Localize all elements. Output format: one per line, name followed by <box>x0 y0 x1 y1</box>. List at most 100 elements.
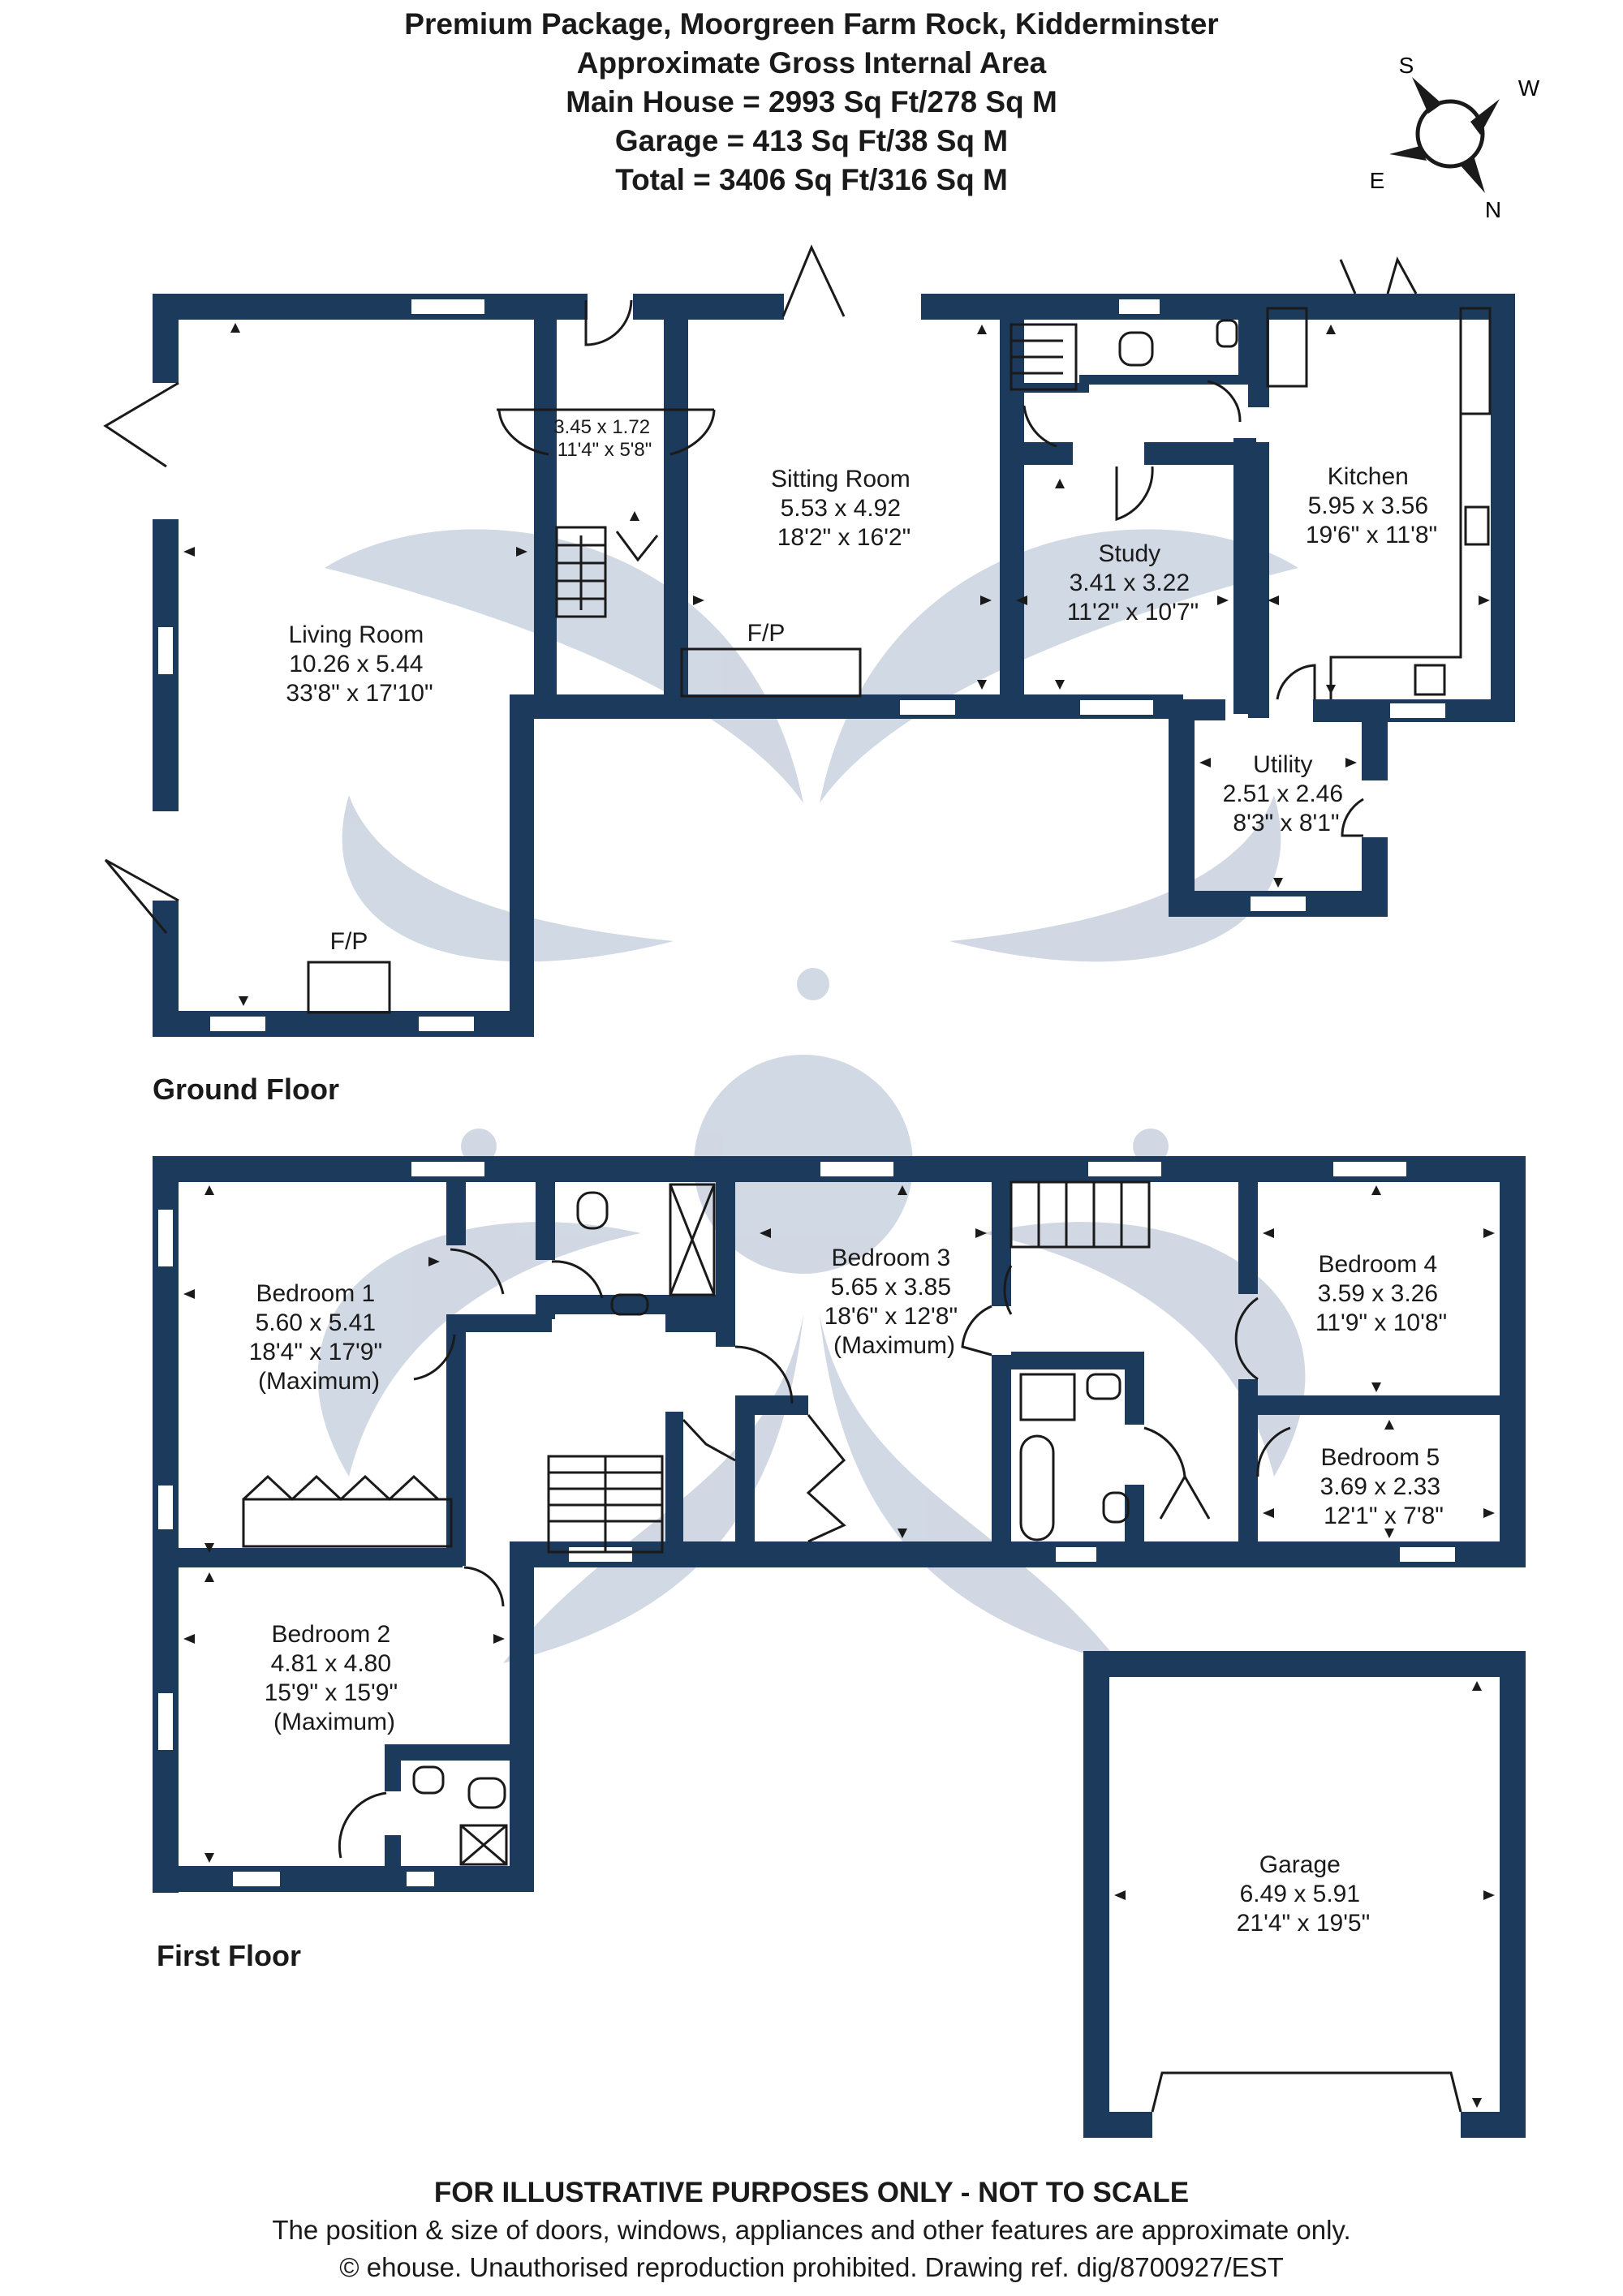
window <box>157 1692 174 1752</box>
door <box>669 409 716 456</box>
toilet-icon <box>1118 331 1154 367</box>
plan-title: Premium Package, Moorgreen Farm Rock, Ki… <box>404 7 1219 41</box>
door <box>413 1334 456 1381</box>
door <box>1143 1426 1186 1477</box>
door <box>734 1345 794 1404</box>
room-labels: Living Room 10.26 x 5.44 33'8" x 17'10" … <box>249 416 1448 1937</box>
living-room-label: Living Room 10.26 x 5.44 33'8" x 17'10" <box>286 621 433 707</box>
door <box>1022 405 1057 448</box>
kitchen-worktop <box>1329 414 1462 699</box>
first-floor-windows <box>157 1160 1457 1888</box>
bedroom-4-label: Bedroom 4 3.59 x 3.26 11'9" x 10'8" <box>1315 1251 1447 1336</box>
garage-label: Garage 6.49 x 5.91 21'4" x 19'5" <box>1237 1851 1371 1937</box>
bifold-door <box>781 244 846 317</box>
compass-west-pointer-icon <box>1470 99 1500 135</box>
window <box>157 1484 174 1531</box>
window <box>1398 1546 1457 1563</box>
sitting-fireplace-label: F/P <box>747 620 786 647</box>
door <box>1003 1265 1013 1315</box>
window <box>410 1160 486 1178</box>
window <box>1078 699 1155 716</box>
ground-floor-fixtures <box>103 244 1492 1014</box>
approximation-note: The position & size of doors, windows, a… <box>272 2215 1351 2245</box>
toilet-icon <box>467 1777 506 1809</box>
bifold-door <box>104 858 179 934</box>
first-floor-fixtures <box>242 1180 1291 1866</box>
door <box>584 299 633 346</box>
sitting-room-label: Sitting Room 5.53 x 4.92 18'2" x 16'2" <box>771 466 917 551</box>
utility-label: Utility 2.51 x 2.46 8'3" x 8'1" <box>1223 751 1350 836</box>
shower-tray <box>459 1824 508 1866</box>
window <box>1388 702 1447 720</box>
window <box>209 1015 267 1033</box>
window <box>157 1208 174 1268</box>
door <box>615 531 659 562</box>
basin-icon <box>610 1293 649 1316</box>
fireplace-sitting <box>680 647 862 698</box>
window <box>1117 298 1161 316</box>
door <box>1256 1426 1291 1477</box>
fireplace-living <box>307 961 391 1014</box>
garage-walls <box>1083 1651 1526 2138</box>
window <box>410 298 486 316</box>
window <box>417 1015 476 1033</box>
bedroom-5-label: Bedroom 5 3.69 x 2.33 12'1" x 7'8" <box>1320 1444 1448 1529</box>
door <box>450 1248 505 1295</box>
copyright-text: © ehouse. Unauthorised reproduction proh… <box>339 2252 1284 2282</box>
compass-ring-icon <box>1415 99 1485 169</box>
basin-icon <box>412 1765 445 1795</box>
plan-footer: FOR ILLUSTRATIVE PURPOSES ONLY - NOT TO … <box>0 2174 1623 2286</box>
garage-door <box>1151 2071 1462 2113</box>
window <box>1332 1160 1408 1178</box>
toilet-icon <box>1102 1491 1130 1524</box>
basin-icon <box>1216 319 1238 348</box>
bedroom-2-label: Bedroom 2 4.81 x 4.80 15'9" x 15'9" (Max… <box>265 1621 405 1735</box>
ground-floor-label: Ground Floor <box>153 1073 339 1106</box>
compass-n: N <box>1485 197 1501 222</box>
staircase <box>555 526 607 618</box>
french-door <box>1339 256 1418 295</box>
window <box>819 1160 895 1178</box>
window <box>898 699 957 716</box>
basin-icon <box>1086 1373 1121 1400</box>
window <box>1087 1160 1163 1178</box>
hall-label: 3.45 x 1.72 11'4" x 5'8" <box>553 416 655 461</box>
first-floor-label: First Floor <box>157 1939 301 1972</box>
main-house-area: Main House = 2993 Sq Ft/278 Sq M <box>566 85 1057 118</box>
toilet-icon <box>576 1191 609 1230</box>
compass-w: W <box>1518 75 1540 101</box>
shower-tray <box>669 1183 716 1296</box>
window <box>567 1546 634 1563</box>
plan-header: Premium Package, Moorgreen Farm Rock, Ki… <box>0 5 1623 200</box>
compass-e: E <box>1370 168 1385 193</box>
door <box>338 1791 387 1859</box>
door <box>1234 1296 1259 1381</box>
door <box>1115 466 1154 522</box>
compass-east-pointer-icon <box>1389 146 1427 161</box>
area-subtitle: Approximate Gross Internal Area <box>576 46 1047 80</box>
sink-icon <box>1414 664 1446 696</box>
compass-s: S <box>1399 53 1414 78</box>
total-area: Total = 3406 Sq Ft/316 Sq M <box>615 163 1008 196</box>
window <box>157 626 174 676</box>
door <box>463 1566 505 1607</box>
shower-tray <box>1019 1373 1076 1421</box>
hob-icon <box>1464 505 1490 546</box>
door <box>551 1260 604 1299</box>
dimension-markers <box>183 323 1495 2108</box>
window <box>1054 1546 1098 1563</box>
window <box>231 1870 282 1888</box>
wardrobe-doors <box>242 1474 440 1502</box>
window <box>1249 895 1307 913</box>
kitchen-worktop <box>1459 307 1492 415</box>
door <box>1276 664 1316 700</box>
compass-south-pointer-icon <box>1412 77 1442 114</box>
compass: S W E N <box>1370 53 1540 222</box>
door <box>497 409 549 456</box>
wardrobe-doors <box>1159 1473 1211 1520</box>
study-label: Study 3.41 x 3.22 11'2" x 10'7" <box>1067 540 1199 626</box>
compass-north-pointer-icon <box>1459 156 1485 193</box>
wardrobe-doors <box>806 1414 846 1543</box>
wardrobe <box>242 1498 453 1548</box>
